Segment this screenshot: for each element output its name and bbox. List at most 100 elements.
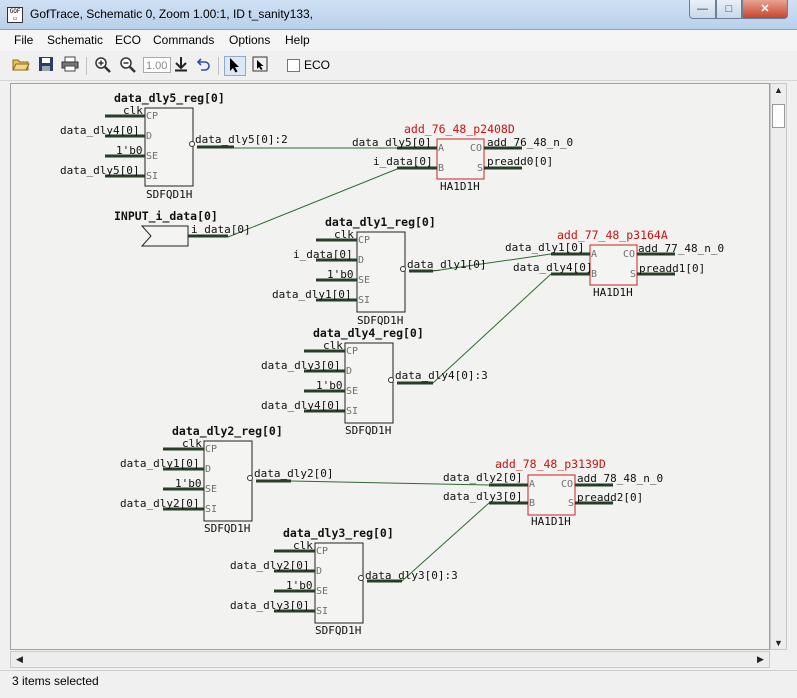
select-arrow-icon[interactable] (224, 56, 246, 76)
pin-name: CO (561, 479, 573, 490)
pin-net-label: 1'b0 (116, 144, 143, 157)
scroll-left-icon[interactable]: ◀ (16, 654, 23, 664)
title-bar: GOF▭ GofTrace, Schematic 0, Zoom 1.00:1,… (0, 0, 797, 30)
print-icon[interactable] (60, 56, 80, 76)
save-icon[interactable] (36, 56, 56, 76)
output-net-label: data_dly3[0]:3 (365, 569, 458, 582)
net-wire[interactable] (432, 273, 552, 384)
pin-name: B (591, 269, 597, 280)
pin-name: D (316, 566, 322, 577)
net-wire[interactable] (227, 168, 398, 238)
zoom-in-icon[interactable] (93, 56, 113, 76)
cell-instance-name: data_dly4_reg[0] (313, 326, 424, 341)
eco-checkbox[interactable] (287, 59, 300, 72)
port-net-label: i_data[0] (191, 223, 251, 236)
window-title: GofTrace, Schematic 0, Zoom 1.00:1, ID t… (30, 7, 314, 21)
pin-name: D (346, 366, 352, 377)
menu-file[interactable]: File (14, 33, 34, 47)
undo-icon[interactable] (193, 56, 213, 76)
output-net-label: add_76_48_n_0 (487, 136, 573, 149)
zoom-level-input[interactable]: 1.00 (143, 57, 171, 73)
vertical-scrollbar[interactable]: ▲ ▼ (770, 83, 787, 650)
schematic-canvas[interactable]: data_dly5_reg[0] clk data_dly4[0] 1'b0 d… (10, 83, 770, 650)
pin-net-label: 1'b0 (175, 477, 202, 490)
scroll-right-icon[interactable]: ▶ (757, 654, 764, 664)
flop-data-dly1-reg[interactable]: data_dly1_reg[0] clk i_data[0] 1'b0 data… (272, 215, 486, 327)
cell-type-label: SDFQD1H (357, 314, 403, 327)
app-icon[interactable]: GOF▭ (7, 7, 23, 23)
schematic-svg[interactable]: data_dly5_reg[0] clk data_dly4[0] 1'b0 d… (11, 84, 769, 649)
cell-type-label: HA1D1H (593, 286, 633, 299)
pin-name: CP (346, 346, 358, 357)
eco-checkbox-label: ECO (304, 58, 331, 72)
vertical-scroll-thumb[interactable] (772, 104, 785, 128)
menu-help[interactable]: Help (285, 33, 310, 47)
menu-options[interactable]: Options (229, 33, 271, 47)
horizontal-scrollbar[interactable]: ◀ ▶ (10, 651, 770, 668)
pin-net-label: data_dly1[0] (505, 241, 584, 254)
flop-data-dly4-reg[interactable]: data_dly4_reg[0] clk data_dly3[0] 1'b0 d… (261, 326, 488, 437)
flop-data-dly2-reg[interactable]: data_dly2_reg[0] clk data_dly1[0] 1'b0 d… (120, 424, 333, 535)
scroll-up-icon[interactable]: ▲ (774, 85, 783, 95)
port-name: INPUT_i_data[0] (114, 209, 218, 224)
pin-name: B (438, 163, 444, 174)
pin-name: CP (146, 111, 158, 122)
menu-schematic[interactable]: Schematic (47, 33, 104, 47)
output-net-label: add_78_48_n_0 (577, 472, 663, 485)
pin-net-label: i_data[0] (373, 155, 433, 168)
pin-name: CO (623, 249, 635, 260)
cell-instance-name: add_76_48_p2408D (404, 122, 515, 136)
pin-name: CO (470, 143, 482, 154)
cell-type-label: SDFQD1H (345, 424, 391, 437)
cell-type-label: HA1D1H (531, 515, 571, 528)
flop-data-dly5-reg[interactable]: data_dly5_reg[0] clk data_dly4[0] 1'b0 d… (60, 91, 288, 201)
output-net-label: data_dly5[0]:2 (195, 133, 288, 146)
zoom-out-icon[interactable] (118, 56, 138, 76)
net-wire[interactable] (432, 253, 552, 272)
open-folder-icon[interactable] (11, 56, 31, 76)
net-wires (227, 147, 552, 582)
pin-name: CP (358, 235, 370, 246)
pin-net-label: data_dly3[0] (443, 490, 522, 503)
pin-name: A (438, 143, 444, 154)
toolbar: 1.00 (0, 52, 797, 81)
pin-net-label: data_dly5[0] (60, 164, 139, 177)
flop-data-dly3-reg[interactable]: data_dly3_reg[0] clk data_dly2[0] 1'b0 d… (230, 526, 458, 637)
output-net-label: add_77_48_n_0 (638, 242, 724, 255)
zoom-area-select-icon[interactable] (249, 56, 271, 76)
pin-name: SE (346, 386, 358, 397)
cell-instance-name: data_dly5_reg[0] (114, 91, 225, 106)
minimize-button[interactable]: — (689, 0, 716, 19)
scroll-down-icon[interactable]: ▼ (774, 638, 783, 648)
pin-net-label: data_dly1[0] (272, 288, 351, 301)
pin-net-label: i_data[0] (293, 248, 353, 261)
adder-add-77-48-p3164a[interactable]: add_77_48_p3164A data_dly1[0] data_dly4[… (505, 228, 724, 299)
pin-name: S (477, 163, 483, 174)
adder-add-78-48-p3139d[interactable]: add_78_48_p3139D data_dly2[0] data_dly3[… (443, 457, 663, 528)
input-port-i-data[interactable]: INPUT_i_data[0] i_data[0] (114, 209, 251, 247)
maximize-button[interactable]: □ (716, 0, 742, 19)
pin-name: B (529, 498, 535, 509)
pin-net-label: data_dly2[0] (120, 497, 199, 510)
menu-commands[interactable]: Commands (153, 33, 215, 47)
menu-eco[interactable]: ECO (115, 33, 142, 47)
zoom-apply-icon[interactable] (171, 56, 191, 76)
pin-name: SE (205, 484, 217, 495)
output-net-label: data_dly4[0]:3 (395, 369, 488, 382)
pin-net-label: data_dly3[0] (230, 599, 309, 612)
pin-name: S (568, 498, 574, 509)
status-text: 3 items selected (12, 674, 99, 688)
pin-net-label: data_dly1[0] (120, 457, 199, 470)
pin-net-label: data_dly4[0] (60, 124, 139, 137)
cell-instance-name: data_dly2_reg[0] (172, 424, 283, 439)
pin-net-label: 1'b0 (286, 579, 313, 592)
adder-add-76-48-p2408d[interactable]: add_76_48_p2408D data_dly5[0] i_data[0] … (352, 122, 573, 193)
net-wire[interactable] (290, 480, 490, 486)
cell-type-label: SDFQD1H (315, 624, 361, 637)
close-button[interactable]: ✕ (742, 0, 788, 19)
pin-name: D (205, 464, 211, 475)
output-net-label: preadd1[0] (639, 262, 705, 275)
cell-instance-name: add_77_48_p3164A (557, 228, 668, 242)
pin-name: SI (205, 504, 217, 515)
net-wire[interactable] (401, 502, 490, 582)
